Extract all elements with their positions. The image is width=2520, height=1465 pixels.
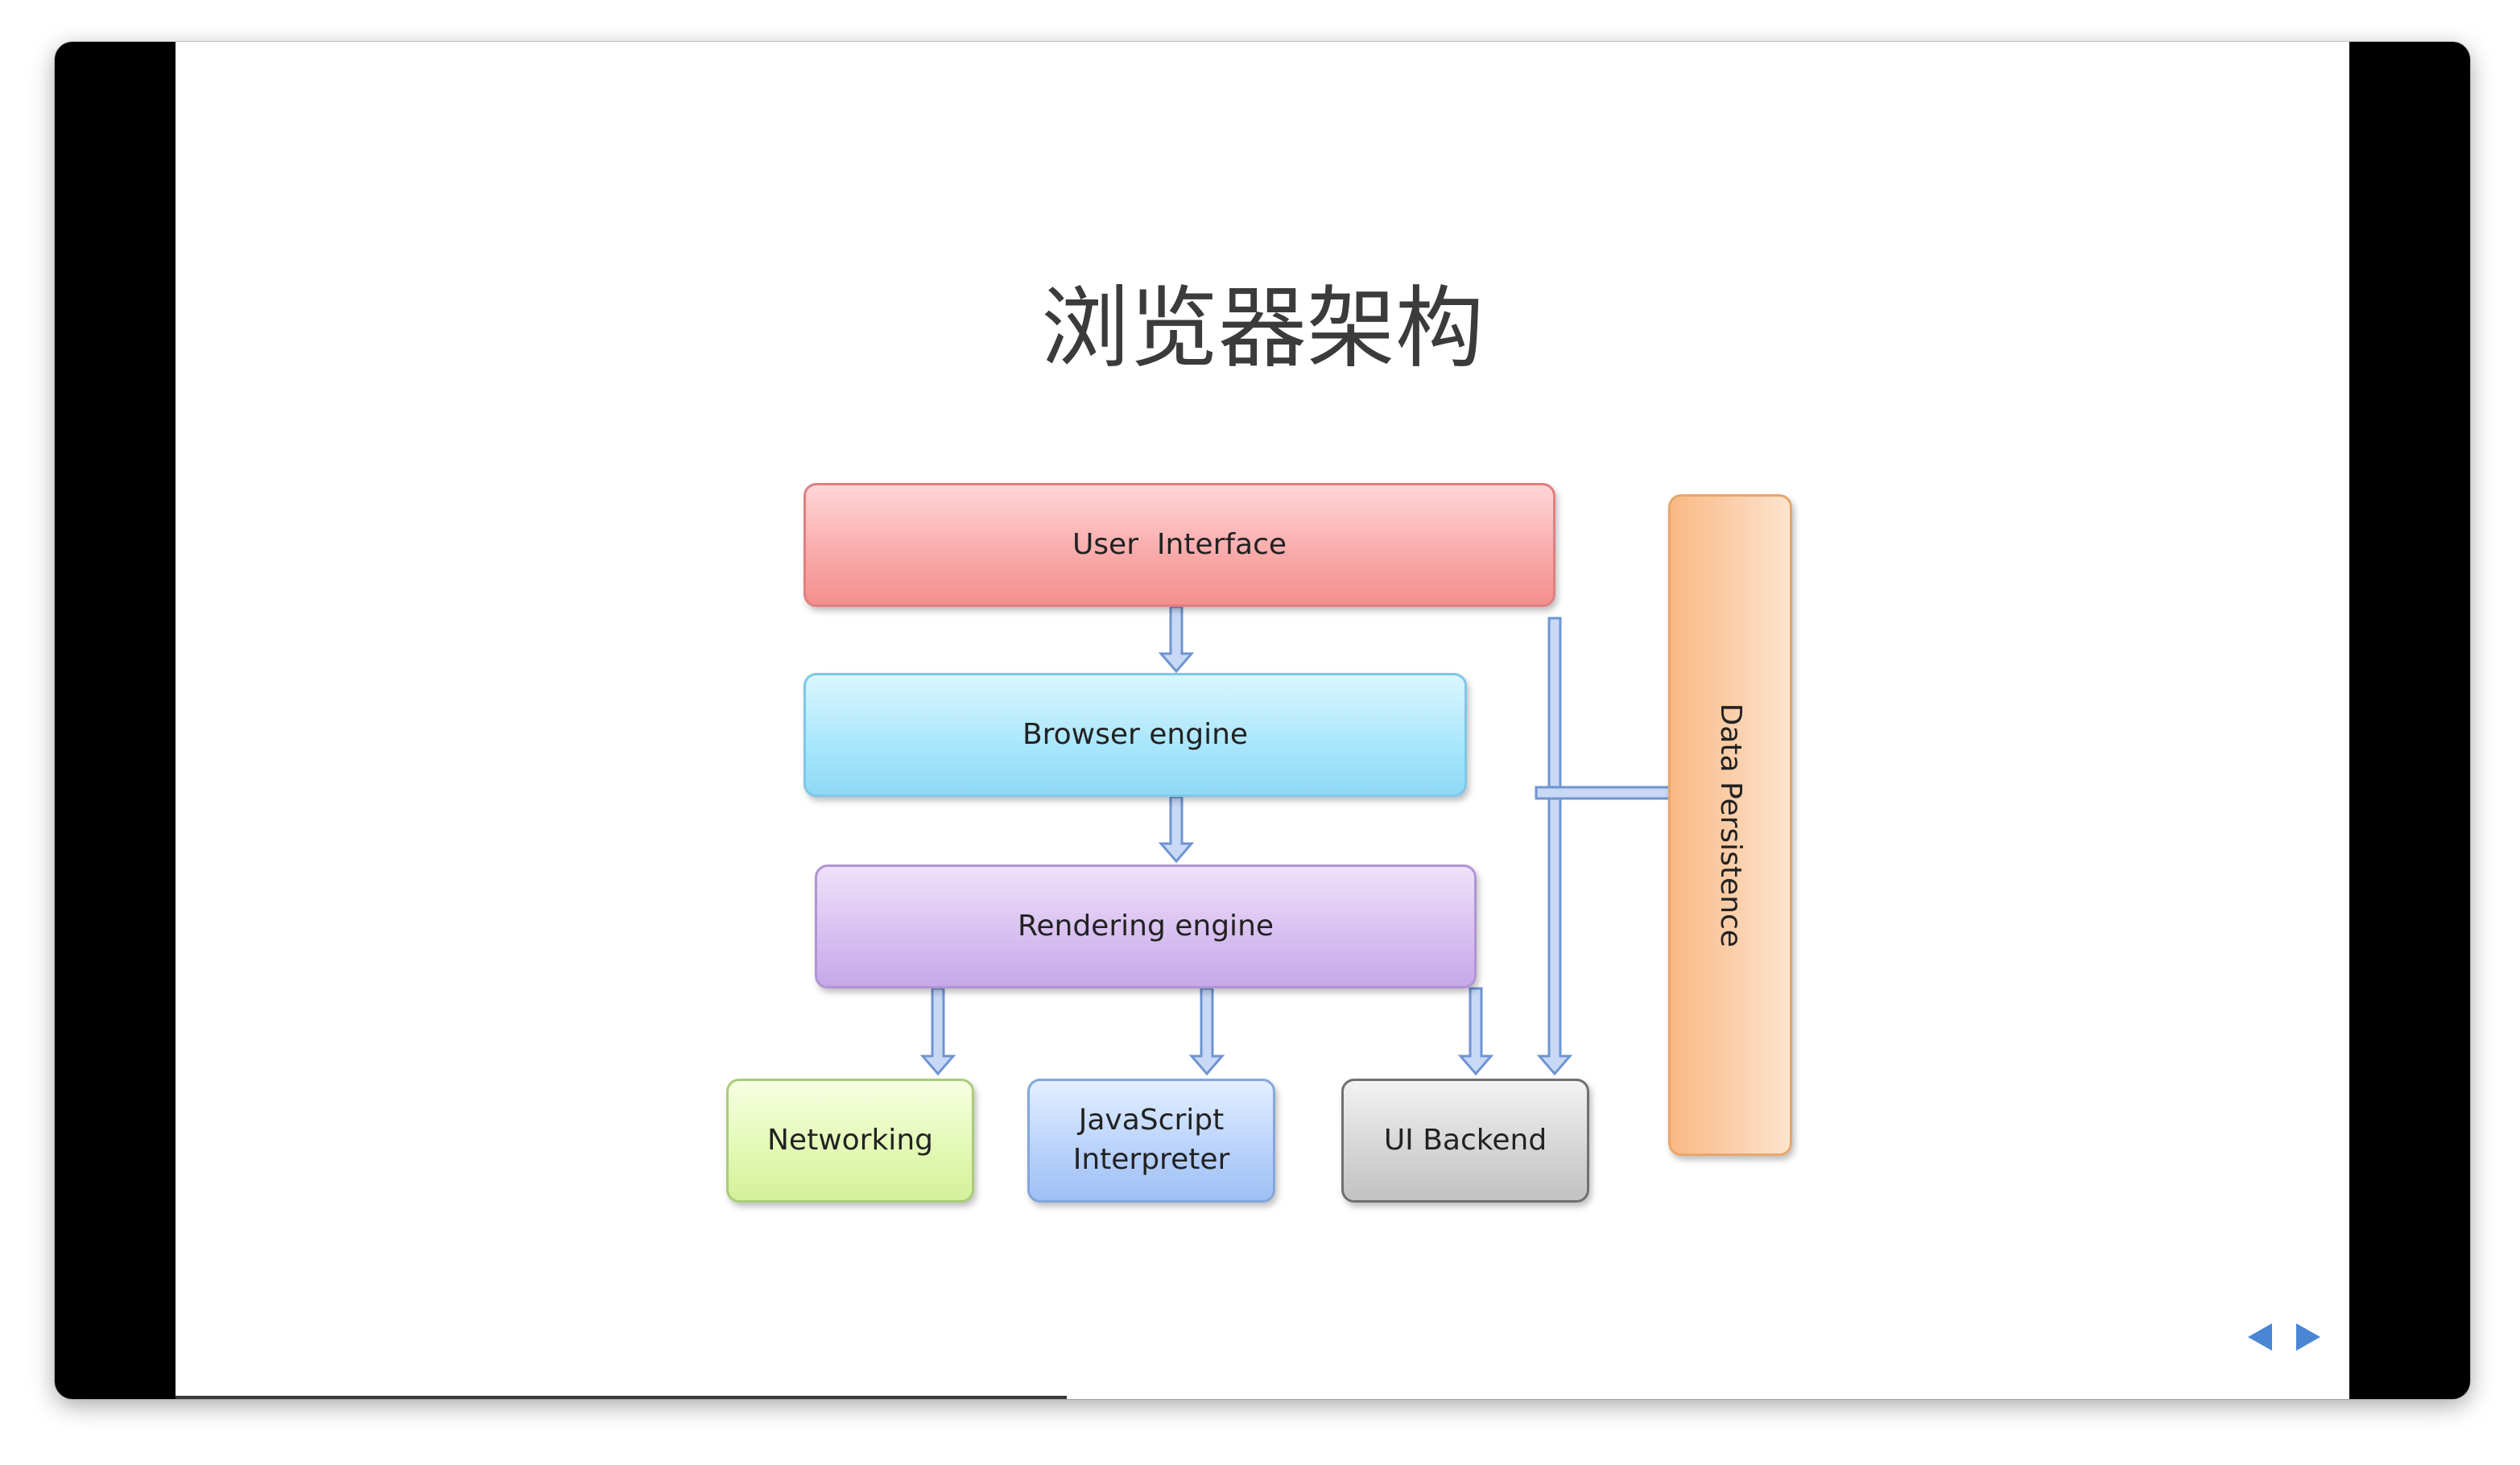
arrow-ui-to-ui-backend — [1536, 617, 1573, 1076]
arrow-rendering-to-networking — [919, 987, 956, 1076]
rendering-engine-label: Rendering engine — [1017, 909, 1274, 943]
arrow-rendering-to-ui-backend — [1457, 987, 1494, 1076]
ui-backend-box: UI Backend — [1341, 1079, 1589, 1203]
slide-progress-bar — [176, 1396, 1067, 1399]
slide-title: 浏览器架构 — [1041, 277, 1484, 380]
data-persistence-label: Data Persistence — [1714, 703, 1748, 947]
user-interface-box: User Interface — [804, 483, 1555, 607]
javascript-interpreter-box: JavaScript Interpreter — [1027, 1079, 1275, 1203]
arrow-rendering-to-js-interpreter — [1188, 987, 1225, 1076]
slide[interactable]: 浏览器架构 .arr { fill: #c8d9f5; stroke: #6f9… — [176, 42, 2349, 1399]
presentation-window: 浏览器架构 .arr { fill: #c8d9f5; stroke: #6f9… — [55, 42, 2470, 1399]
triangle-right-icon[interactable] — [2296, 1323, 2320, 1351]
architecture-diagram: .arr { fill: #c8d9f5; stroke: #6f94d2; s… — [176, 42, 2349, 1399]
triangle-left-icon[interactable] — [2248, 1323, 2272, 1351]
arrow-browser-engine-to-rendering-engine — [1158, 795, 1195, 864]
slide-navigation — [2248, 1323, 2320, 1351]
javascript-interpreter-label-line2: Interpreter — [1072, 1143, 1230, 1176]
networking-label: Networking — [767, 1123, 933, 1157]
browser-engine-label: Browser engine — [1022, 717, 1249, 751]
data-persistence-box: Data Persistence — [1668, 494, 1792, 1156]
javascript-interpreter-label-line1: JavaScript — [1078, 1104, 1225, 1137]
ui-backend-label: UI Backend — [1383, 1123, 1547, 1157]
browser-engine-box: Browser engine — [804, 673, 1467, 797]
rendering-engine-box: Rendering engine — [815, 865, 1477, 988]
user-interface-label: User Interface — [1072, 527, 1287, 561]
arrow-ui-to-browser-engine — [1158, 605, 1195, 674]
networking-box: Networking — [726, 1079, 974, 1203]
